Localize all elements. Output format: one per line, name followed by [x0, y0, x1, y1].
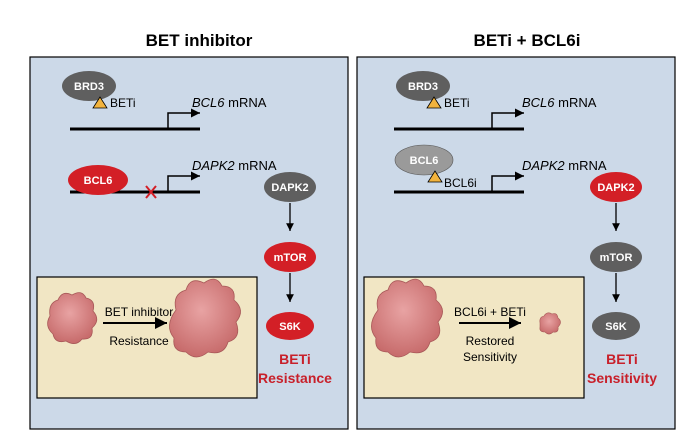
right-large-tumor-icon: [371, 278, 443, 358]
left-beti-triangle-icon: [92, 96, 108, 109]
left-large-tumor-icon: [169, 278, 241, 358]
right-s6k-node-label: S6K: [605, 321, 626, 333]
right-panel-title: BETi + BCL6i: [474, 31, 581, 50]
right-tumor-arrow-label: BCL6i + BETi: [454, 305, 526, 319]
left-s6k-node-label: S6K: [279, 321, 300, 333]
left-outcome-line1: BETi: [279, 351, 311, 367]
right-beti-label: BETi: [444, 96, 470, 110]
right-outcome-line2: Sensitivity: [587, 370, 657, 386]
right-outcome-line1: BETi: [606, 351, 638, 367]
left-tumor-result-label: Resistance: [109, 334, 169, 348]
left-bcl6-protein-node: [68, 165, 128, 195]
right-bcl6i-triangle-icon: [427, 170, 443, 183]
left-bcl6-promoter-arrow: [167, 108, 200, 129]
left-dapk2-mrna-label: DAPK2 mRNA: [192, 158, 277, 173]
right-small-tumor-icon: [539, 312, 561, 335]
right-tumor-result-line1: Restored: [466, 334, 515, 348]
right-s6k-node: [592, 312, 640, 340]
right-beti-triangle-icon: [426, 96, 442, 109]
right-brd3-label: BRD3: [408, 81, 438, 93]
left-outcome-line2: Resistance: [258, 370, 332, 386]
right-brd3-node: [396, 71, 450, 101]
left-brd3-label: BRD3: [74, 81, 104, 93]
left-beti-label: BETi: [110, 96, 136, 110]
left-dapk2-node-label: DAPK2: [271, 182, 308, 194]
right-mtor-node-label: mTOR: [600, 252, 633, 264]
left-mtor-node-label: mTOR: [274, 252, 307, 264]
left-s6k-node: [266, 312, 314, 340]
right-dapk2-promoter-arrow: [491, 171, 524, 192]
right-bcl6-mrna-label: BCL6 mRNA: [522, 95, 597, 110]
left-dapk2-promoter-arrow: [167, 171, 200, 192]
left-tumor-arrow-label: BET inhibitor: [105, 305, 173, 319]
right-dapk2-mrna-label: DAPK2 mRNA: [522, 158, 607, 173]
right-dapk2-node-label: DAPK2: [597, 182, 634, 194]
left-panel-title: BET inhibitor: [146, 31, 253, 50]
left-small-tumor-icon: [47, 292, 98, 344]
right-bcl6-protein-label: BCL6: [410, 155, 439, 167]
right-bcl6i-label: BCL6i: [444, 176, 477, 190]
left-mtor-node: [264, 242, 316, 272]
right-tumor-result-line2: Sensitivity: [463, 350, 517, 364]
right-bcl6-promoter-arrow: [491, 108, 524, 129]
right-dapk2-node: [590, 172, 642, 202]
left-bcl6-protein-label: BCL6: [84, 175, 113, 187]
left-dapk2-node: [264, 172, 316, 202]
right-bcl6-protein-node: [394, 144, 454, 176]
left-brd3-node: [62, 71, 116, 101]
left-bcl6-mrna-label: BCL6 mRNA: [192, 95, 267, 110]
right-mtor-node: [590, 242, 642, 272]
left-repression-x-icon: [145, 185, 157, 199]
